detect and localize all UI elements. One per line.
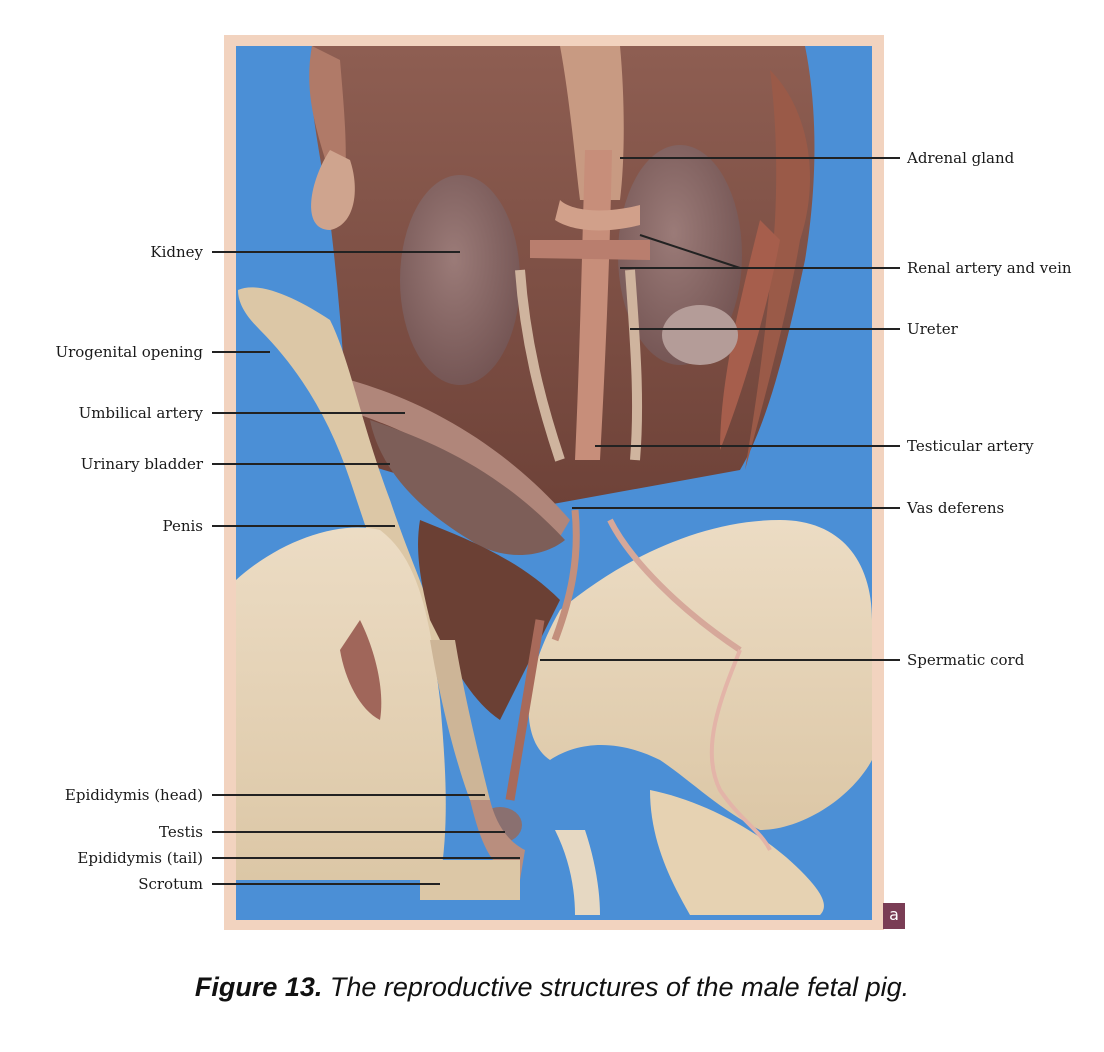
label-urinary-bladder: Urinary bladder	[81, 455, 204, 473]
label-urogenital-opening: Urogenital opening	[55, 343, 203, 361]
leader-lines-left	[212, 251, 520, 885]
label-testis: Testis	[159, 823, 203, 841]
panel-letter-badge: a	[883, 903, 905, 929]
caption-number: Figure 13.	[194, 972, 323, 1002]
label-epididymis-head: Epididymis (head)	[65, 786, 203, 804]
label-penis: Penis	[163, 517, 203, 535]
label-umbilical-artery: Umbilical artery	[79, 404, 204, 422]
label-renal-artery-and-vein: Renal artery and vein	[907, 259, 1072, 277]
label-testicular-artery: Testicular artery	[907, 437, 1034, 455]
figure-caption: Figure 13. The reproductive structures o…	[0, 972, 1104, 1003]
leader-renal-vein	[639, 234, 741, 269]
label-epididymis-tail: Epididymis (tail)	[77, 849, 203, 867]
label-vas-deferens: Vas deferens	[906, 499, 1004, 517]
leader-lines-right	[540, 157, 900, 661]
caption-text: The reproductive structures of the male …	[322, 972, 910, 1002]
label-kidney: Kidney	[150, 243, 203, 261]
label-adrenal-gland: Adrenal gland	[906, 149, 1015, 167]
label-spermatic-cord: Spermatic cord	[907, 651, 1025, 669]
label-scrotum: Scrotum	[138, 875, 203, 893]
label-ureter: Ureter	[907, 320, 959, 338]
specimen-photo	[236, 46, 872, 920]
